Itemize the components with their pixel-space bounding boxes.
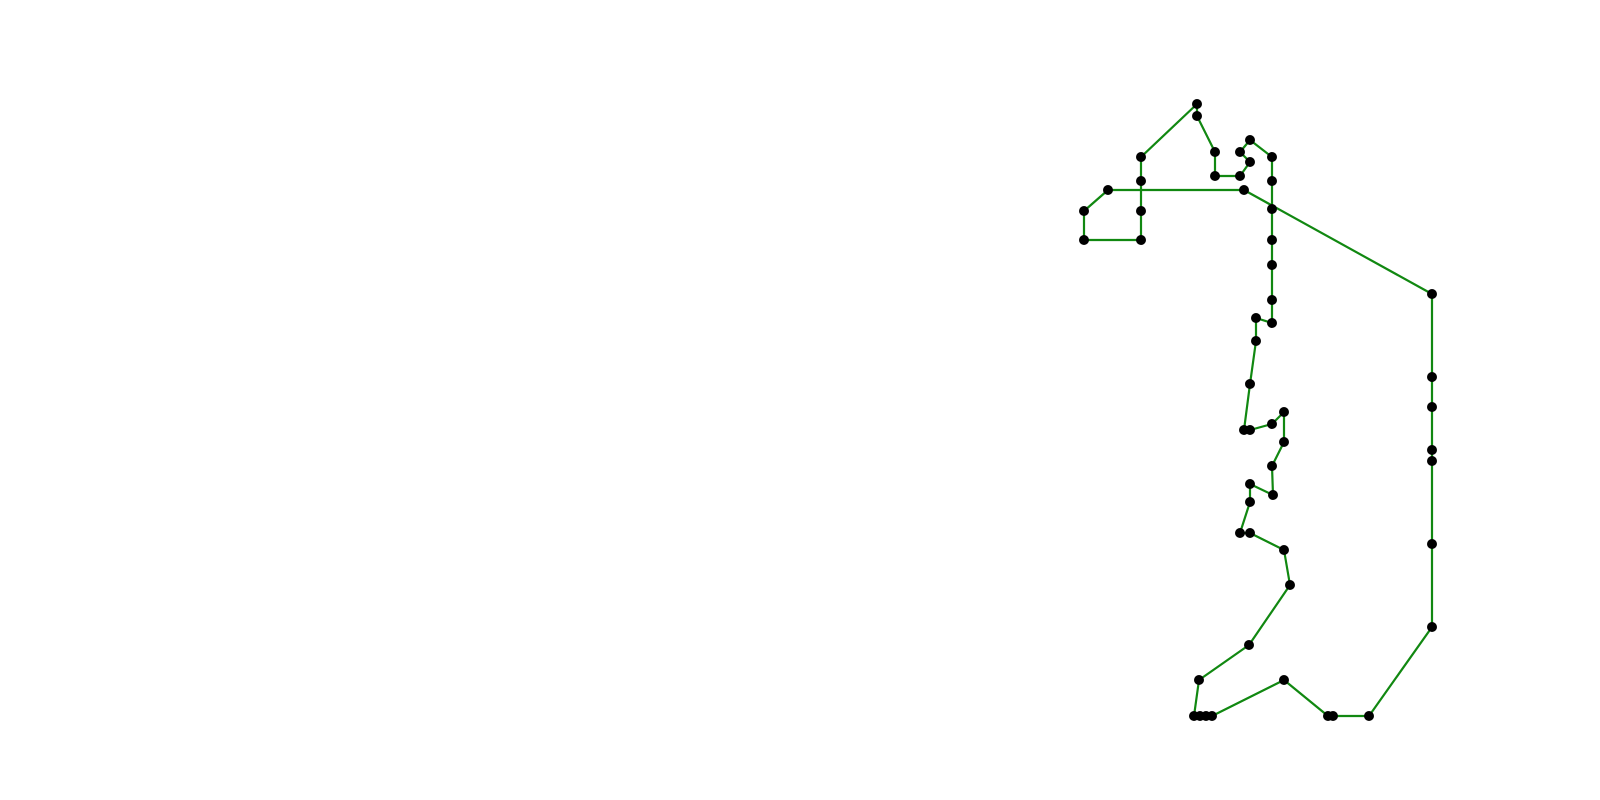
graph-node	[1245, 479, 1255, 489]
graph-node	[1267, 461, 1277, 471]
graph-node	[1136, 206, 1146, 216]
graph-node	[1267, 235, 1277, 245]
graph-node	[1192, 111, 1202, 121]
graph-node	[1239, 185, 1249, 195]
graph-node	[1192, 99, 1202, 109]
graph-node	[1136, 152, 1146, 162]
graph-node	[1267, 176, 1277, 186]
graph-node	[1427, 289, 1437, 299]
graph-node	[1245, 528, 1255, 538]
graph-node	[1235, 528, 1245, 538]
graph-node	[1235, 171, 1245, 181]
graph-node	[1279, 437, 1289, 447]
graph-node	[1239, 425, 1249, 435]
graph-node	[1245, 135, 1255, 145]
graph-node	[1079, 206, 1089, 216]
graph-node	[1245, 379, 1255, 389]
graph-node	[1245, 157, 1255, 167]
graph-node	[1103, 185, 1113, 195]
graph-node	[1427, 622, 1437, 632]
graph-node	[1251, 313, 1261, 323]
graph-node	[1364, 711, 1374, 721]
graph-node	[1285, 580, 1295, 590]
tour-path	[1082, 102, 1434, 718]
graph-node	[1427, 372, 1437, 382]
graph-node	[1267, 419, 1277, 429]
graph-node	[1267, 318, 1277, 328]
graph-node	[1279, 675, 1289, 685]
graph-node	[1427, 445, 1437, 455]
graph-node	[1267, 204, 1277, 214]
edge-layer	[1082, 102, 1434, 718]
node-layer	[1079, 99, 1437, 721]
graph-node	[1279, 545, 1289, 555]
graph-node	[1136, 235, 1146, 245]
graph-node	[1235, 147, 1245, 157]
graph-node	[1427, 456, 1437, 466]
graph-node	[1267, 260, 1277, 270]
graph-node	[1268, 490, 1278, 500]
graph-node	[1210, 171, 1220, 181]
graph-node	[1267, 295, 1277, 305]
graph-node	[1251, 336, 1261, 346]
graph-node	[1279, 407, 1289, 417]
graph-node	[1244, 640, 1254, 650]
graph-node	[1427, 402, 1437, 412]
graph-node	[1323, 711, 1333, 721]
graph-node	[1210, 147, 1220, 157]
graph-node	[1194, 675, 1204, 685]
graph-node	[1427, 539, 1437, 549]
graph-node	[1079, 235, 1089, 245]
graph-node	[1245, 497, 1255, 507]
graph-node	[1189, 711, 1199, 721]
graph-node	[1267, 152, 1277, 162]
graph-node	[1136, 176, 1146, 186]
